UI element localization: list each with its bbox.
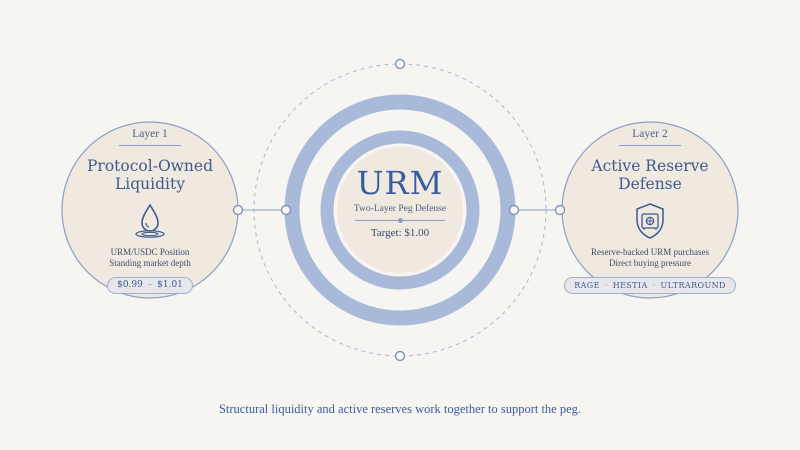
inner-ring <box>320 130 480 290</box>
urm-divider-dot <box>398 218 403 223</box>
tag-ultraround: ULTRAROUND <box>660 281 726 290</box>
tag-rage: RAGE <box>574 281 600 290</box>
layer2-title-line1: Active Reserve <box>591 157 709 175</box>
layer1-detail-line1: URM/USDC Position <box>110 247 190 257</box>
caption-text: Structural liquidity and active reserves… <box>218 402 582 416</box>
urm-target: Target: $1.00 <box>370 227 430 239</box>
connector-node-layer2 <box>554 204 566 216</box>
layer2-panel: Layer 2 Active Reserve Defense Reserve-b… <box>562 128 738 294</box>
urm-subtitle: Two-Layer Peg Defense <box>353 204 447 214</box>
layer2-label: Layer 2 <box>632 128 668 140</box>
center-label: URM Two-Layer Peg Defense Target: $1.00 <box>335 165 465 239</box>
connector-node-ring-right <box>508 204 520 216</box>
price-range-badge: $0.99 – $1.01 <box>107 277 193 294</box>
price-low: $0.99 <box>117 280 143 290</box>
layer1-title-line2: Liquidity <box>115 175 185 193</box>
water-drop-icon <box>135 203 165 238</box>
tag-separator-1: · <box>604 281 608 290</box>
layer1-panel: Layer 1 Protocol-Owned Liquidity URM/USD… <box>62 128 238 294</box>
outer-ring <box>284 94 516 326</box>
urm-divider <box>355 218 445 223</box>
layer1-label: Layer 1 <box>132 128 168 140</box>
center-core <box>337 147 463 273</box>
price-separator: – <box>147 280 153 290</box>
orbit-node-top <box>394 58 406 70</box>
reserve-tags-badge: RAGE · HESTIA · ULTRAROUND <box>564 277 736 294</box>
layer1-title-line1: Protocol-Owned <box>87 157 213 175</box>
layer1-title: Protocol-Owned Liquidity <box>62 157 238 193</box>
layer1-detail-line2: Standing market depth <box>109 258 191 268</box>
connector-node-ring-left <box>280 204 292 216</box>
layer2-title: Active Reserve Defense <box>562 157 738 193</box>
layer2-detail-line2: Direct buying pressure <box>609 258 691 268</box>
layer2-divider <box>619 145 681 146</box>
tag-hestia: HESTIA <box>612 281 648 290</box>
orbit-node-bottom <box>394 350 406 362</box>
layer2-detail-line1: Reserve-backed URM purchases <box>591 247 709 257</box>
layer1-divider <box>119 145 181 146</box>
urm-title: URM <box>356 164 444 202</box>
layer2-title-line2: Defense <box>618 175 682 193</box>
connector-node-layer1 <box>232 204 244 216</box>
tag-separator-2: · <box>652 281 656 290</box>
price-high: $1.01 <box>157 280 183 290</box>
vault-shield-icon <box>636 203 664 239</box>
